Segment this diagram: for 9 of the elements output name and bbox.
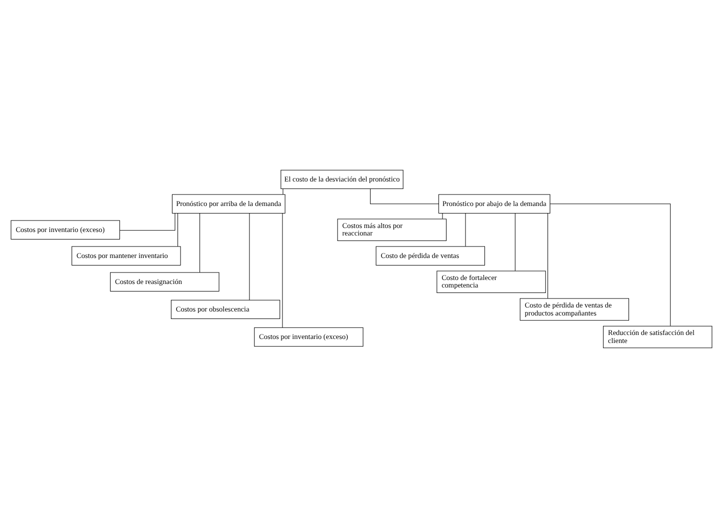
connector [442, 213, 443, 220]
connector [249, 212, 250, 300]
connector [282, 188, 284, 195]
connector [465, 213, 466, 247]
connector [550, 204, 671, 326]
connector [282, 212, 283, 328]
connector [370, 188, 439, 204]
connector [514, 213, 516, 272]
connector [120, 213, 176, 231]
